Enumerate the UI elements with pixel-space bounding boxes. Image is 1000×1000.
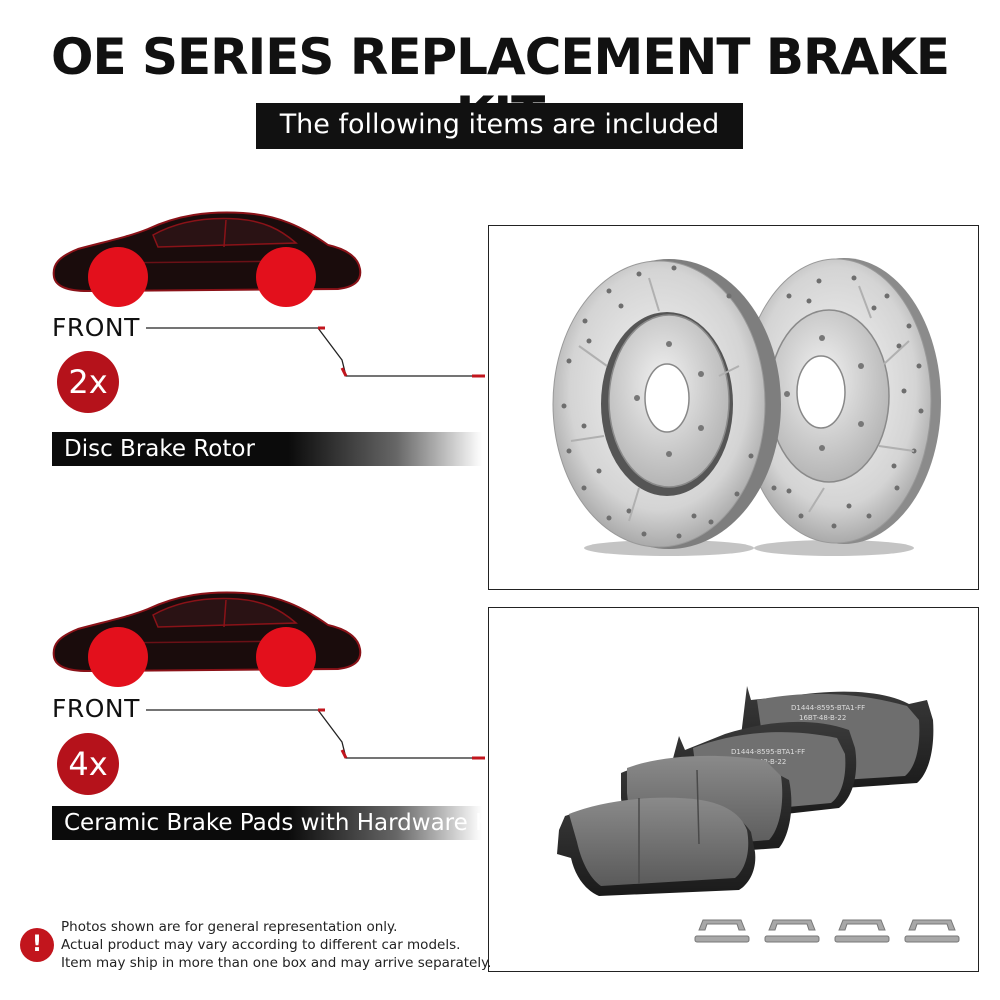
car-icon-front-rotors xyxy=(52,211,362,307)
position-label: FRONT xyxy=(52,313,140,342)
pad-part-number: D1444-8595-BTA1-FF xyxy=(731,748,805,756)
item-name-bar: Disc Brake Rotor xyxy=(52,432,482,466)
pad-part-code: 16BT-48-B-22 xyxy=(799,714,846,722)
disclaimer-line: Photos shown are for general representat… xyxy=(61,919,398,935)
item-name-bar: Ceramic Brake Pads with Hardware Kit xyxy=(52,806,506,840)
quantity-badge: 2x xyxy=(57,351,119,413)
callout-connector xyxy=(146,708,485,760)
quantity-badge: 4x xyxy=(57,733,119,795)
pad-part-number: D1444-8595-BTA1-FF xyxy=(791,704,865,712)
subtitle-banner: The following items are included xyxy=(256,103,743,149)
disclaimer-line: Actual product may vary according to dif… xyxy=(61,937,461,953)
rotor-product-image xyxy=(488,225,979,590)
disclaimer-text: Photos shown are for general representat… xyxy=(61,918,491,972)
pads-product-image: D1444-8595-BTA1-FF 16BT-48-B-22 D1444-85… xyxy=(488,607,979,972)
exclamation-circle-icon: ! xyxy=(20,928,54,962)
position-label: FRONT xyxy=(52,694,140,723)
disclaimer-line: Item may ship in more than one box and m… xyxy=(61,955,492,971)
car-icon-front-pads xyxy=(52,591,362,687)
callout-connector xyxy=(146,326,485,378)
